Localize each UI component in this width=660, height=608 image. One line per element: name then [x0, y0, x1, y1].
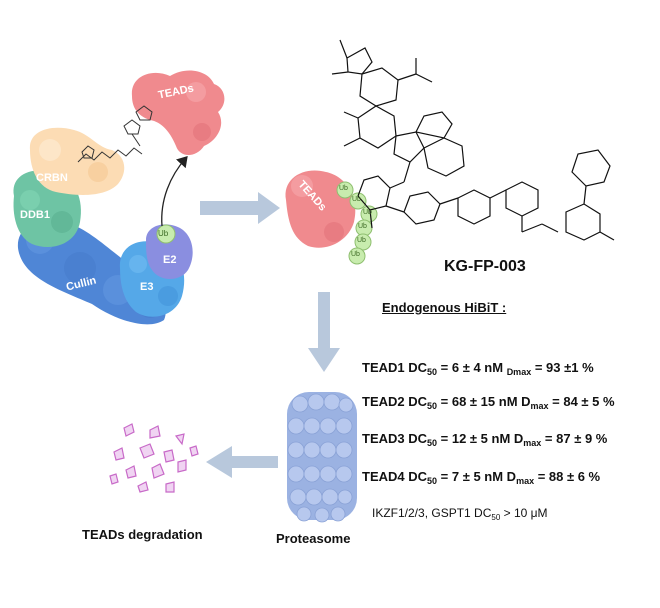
row-target: TEAD4	[362, 469, 405, 484]
ub-chain-label: Ub	[357, 237, 366, 244]
row-dmax-value: = 88 ± 6 %	[534, 469, 601, 484]
row-dc-value: = 6 ± 4 nM	[437, 360, 507, 375]
arrow-to-ubiquitination	[200, 192, 280, 224]
row-target: TEAD1	[362, 360, 405, 375]
tead1-row: TEAD1 DC50 = 6 ± 4 nM Dmax = 93 ±1 %	[362, 360, 594, 377]
row-dc-value: = 68 ± 15 nM D	[437, 394, 531, 409]
crbn-label: CRBN	[36, 172, 68, 184]
row-dc: DC	[408, 394, 428, 409]
compound-name: KG-FP-003	[444, 258, 526, 275]
row-dmax-sub: max	[530, 401, 549, 411]
arrow-to-proteasome	[308, 292, 340, 372]
ddb1-label: DDB1	[20, 209, 50, 221]
note-sub: 50	[491, 513, 501, 522]
ub-chain	[336, 181, 378, 265]
tead3-row: TEAD3 DC50 = 12 ± 5 nM Dmax = 87 ± 9 %	[362, 431, 608, 448]
degradation-caption: TEADs degradation	[82, 527, 203, 542]
row-dc-sub: 50	[427, 367, 438, 377]
hibit-title: Endogenous HiBiT :	[382, 300, 507, 315]
row-dc: DC	[408, 431, 428, 446]
row-dc-value: = 12 ± 5 nM D	[437, 431, 524, 446]
ub-chain-label: Ub	[352, 196, 361, 203]
row-dmax-sub: max	[516, 476, 535, 486]
row-dmax-sub: Dmax	[506, 367, 532, 377]
row-target: TEAD3	[362, 431, 405, 446]
row-dc: DC	[408, 360, 428, 375]
kg-fp-003-structure	[331, 39, 615, 241]
row-dmax-value: = 87 ± 9 %	[541, 431, 608, 446]
row-dmax-value: = 93 ±1 %	[531, 360, 594, 375]
proteasome	[287, 392, 357, 523]
note-suffix: > 10 μM	[500, 506, 548, 520]
row-dmax-sub: max	[523, 438, 542, 448]
ub-chain-label: Ub	[339, 185, 348, 192]
ub-tag-on-e2	[156, 224, 176, 244]
row-dc-sub: 50	[427, 438, 438, 448]
row-dmax-value: = 84 ± 5 %	[548, 394, 615, 409]
row-target: TEAD2	[362, 394, 405, 409]
e3-label: E3	[140, 281, 154, 293]
ub-chain-label: Ub	[358, 223, 367, 230]
tead2-row: TEAD2 DC50 = 68 ± 15 nM Dmax = 84 ± 5 %	[362, 394, 615, 411]
crbn-subunit	[29, 127, 125, 195]
row-dc-sub: 50	[427, 476, 438, 486]
peptide-fragments	[109, 423, 199, 493]
proteasome-caption: Proteasome	[276, 531, 351, 546]
selectivity-note: IKZF1/2/3, GSPT1 DC50 > 10 μM	[372, 506, 548, 522]
recruitment-arrow	[161, 156, 188, 227]
ub-chain-label: Ub	[363, 209, 372, 216]
row-dc: DC	[408, 469, 428, 484]
protac-molecule-sketch	[77, 105, 153, 163]
e2-label: E2	[163, 254, 177, 266]
teads-target	[131, 70, 225, 155]
ub-label: Ub	[158, 229, 169, 238]
note-prefix: IKZF1/2/3, GSPT1 DC	[372, 506, 492, 520]
tead4-row: TEAD4 DC50 = 7 ± 5 nM Dmax = 88 ± 6 %	[362, 469, 601, 486]
ub-chain-label: Ub	[351, 251, 360, 258]
row-dc-value: = 7 ± 5 nM D	[437, 469, 517, 484]
row-dc-sub: 50	[427, 401, 438, 411]
arrow-to-degradation	[206, 446, 278, 478]
